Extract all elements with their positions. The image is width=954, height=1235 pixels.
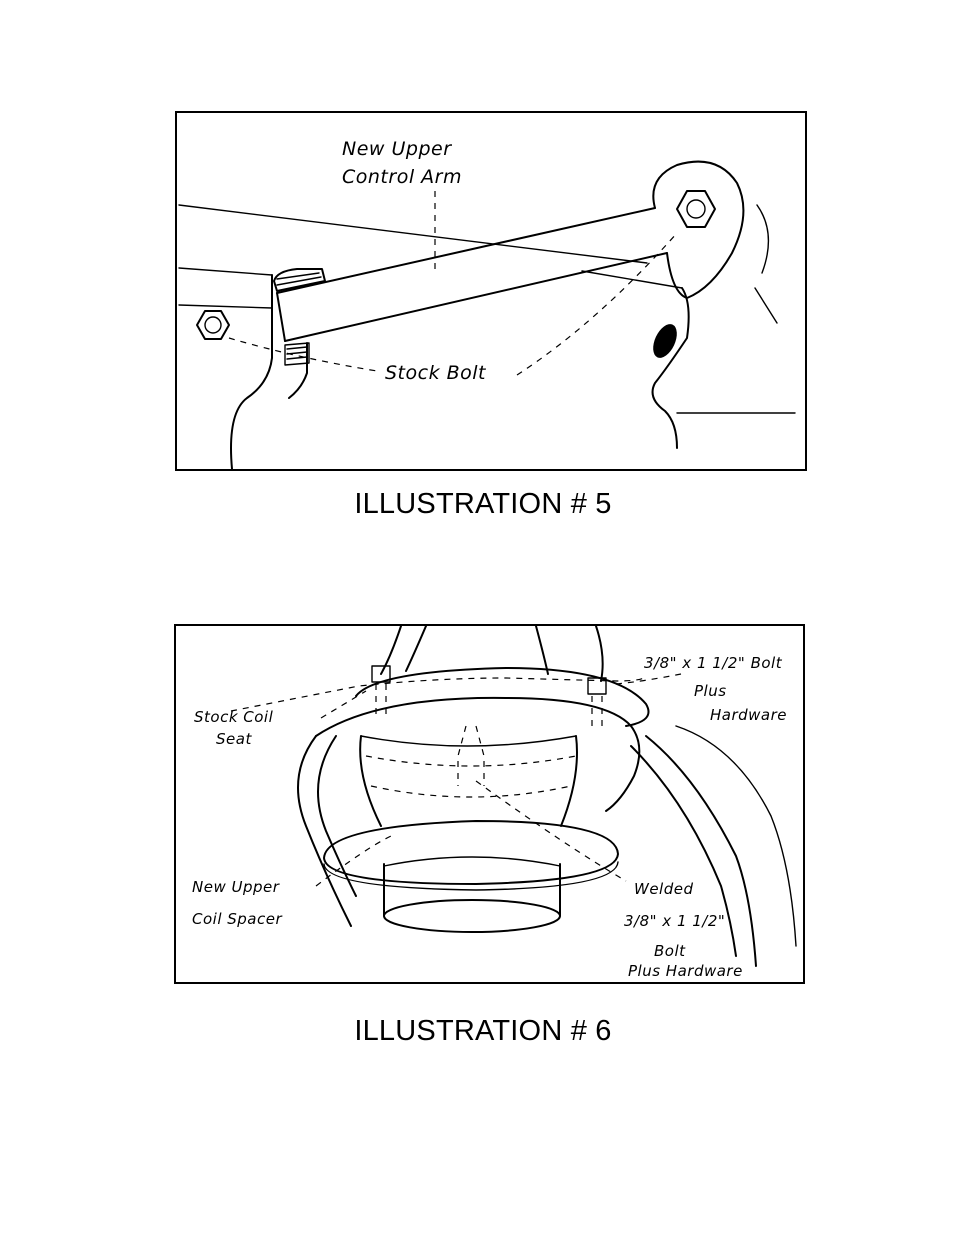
coil-seat-rim <box>315 696 632 737</box>
hidden-line <box>230 675 647 712</box>
label-bolt-top-2: Plus <box>694 682 727 700</box>
label-welded-2: 3/8" x 1 1/2" <box>624 912 725 930</box>
hidden-line <box>370 785 572 798</box>
cylinder-sides <box>383 863 561 917</box>
bracket-edge <box>178 304 273 309</box>
leader-bolt-top <box>615 673 682 685</box>
hidden-line <box>365 755 577 767</box>
spring-left <box>297 735 352 927</box>
right-nut-core <box>686 199 706 219</box>
frame-arm <box>595 626 604 682</box>
spring-right-mid <box>630 745 737 957</box>
label-welded-3: Bolt <box>654 942 686 960</box>
leader-bolt-right <box>516 232 678 376</box>
frame-arm <box>405 626 427 672</box>
spring-left-inner <box>317 735 357 897</box>
spacer-left <box>359 735 382 827</box>
clamp-bottom <box>284 342 310 366</box>
leader-seat <box>320 690 367 719</box>
clamp-lines <box>276 272 322 286</box>
clamp-top <box>273 268 326 292</box>
knuckle-hole <box>653 324 677 358</box>
caption-illustration-6: ILLUSTRATION # 6 <box>354 1015 612 1047</box>
leader-welded <box>475 780 627 882</box>
welded-bolt <box>457 725 485 786</box>
frame-arm <box>380 626 402 675</box>
label-stock-coil-seat-1: Stock Coil <box>194 708 274 726</box>
label-stock-bolt: Stock Bolt <box>385 362 487 384</box>
coil-seat-top <box>355 667 650 727</box>
arm-top-edge <box>276 207 656 294</box>
bolt-right <box>587 677 607 695</box>
label-upper-arm-1: New Upper <box>342 138 452 160</box>
label-spacer-2: Coil Spacer <box>192 910 282 928</box>
frame-arm <box>535 626 549 675</box>
frame-line <box>178 204 648 264</box>
spring-right <box>605 725 641 812</box>
label-spacer-1: New Upper <box>192 878 280 896</box>
frame-curve <box>675 725 797 947</box>
label-welded-1: Welded <box>634 880 694 898</box>
illustration-6-frame: Stock Coil Seat 3/8" x 1 1/2" Bolt Plus … <box>174 624 805 984</box>
left-nut <box>196 310 230 340</box>
spring-right-outer <box>645 735 757 967</box>
knuckle-side <box>754 287 778 324</box>
cylinder-bottom <box>383 899 561 933</box>
bracket-outline <box>230 274 273 469</box>
right-nut <box>676 190 716 228</box>
illustration-5-frame: New Upper Control Arm Stock Bolt <box>175 111 807 471</box>
knuckle-top <box>652 160 745 299</box>
bolt-shanks <box>375 684 603 728</box>
frame-line <box>581 270 683 289</box>
control-arm-drawing: New Upper Control Arm Stock Bolt <box>178 138 796 469</box>
bolt-left <box>371 665 391 683</box>
knuckle-side <box>756 204 770 274</box>
leader-spacer <box>315 835 392 887</box>
coil-spacer-drawing: Stock Coil Seat 3/8" x 1 1/2" Bolt Plus … <box>192 626 797 980</box>
label-welded-4: Plus Hardware <box>628 962 743 980</box>
spacer-flange-edge <box>323 861 619 891</box>
cylinder-top <box>383 856 561 867</box>
spacer-top <box>360 735 577 747</box>
knuckle-body <box>651 287 690 449</box>
spacer-flange <box>323 820 619 885</box>
caption-illustration-5: ILLUSTRATION # 5 <box>354 488 612 520</box>
bracket-outline <box>288 342 308 399</box>
bracket-edge <box>178 267 273 276</box>
left-nut-core <box>204 316 222 334</box>
arm-bottom-edge <box>284 252 668 342</box>
label-upper-arm-2: Control Arm <box>342 166 462 188</box>
label-bolt-top-3: Hardware <box>710 706 787 724</box>
leader-bolt-left <box>228 337 378 372</box>
label-bolt-top-1: 3/8" x 1 1/2" Bolt <box>644 654 783 672</box>
label-stock-coil-seat-2: Seat <box>216 730 252 748</box>
spacer-right <box>560 735 578 827</box>
arm-end <box>276 292 286 342</box>
